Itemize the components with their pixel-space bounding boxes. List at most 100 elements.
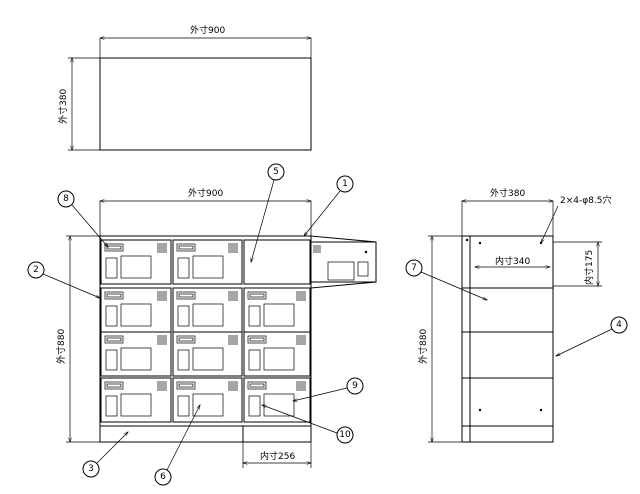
side-height-label: 外寸880 xyxy=(417,329,429,364)
locker-door xyxy=(243,331,311,377)
nameplate-label xyxy=(178,383,194,388)
nameplate xyxy=(104,335,124,344)
holes-leader xyxy=(541,205,559,243)
callouts: 1 2 3 4 5 6 7 xyxy=(27,163,628,486)
card-slot xyxy=(177,305,190,327)
card-slot xyxy=(105,257,118,279)
svg-text:1: 1 xyxy=(342,179,348,189)
svg-text:3: 3 xyxy=(88,464,94,474)
nameplate-label xyxy=(178,245,194,250)
nameplate xyxy=(176,335,196,344)
door-window xyxy=(120,303,152,327)
callout-7: 7 xyxy=(405,259,487,300)
open-door-face xyxy=(310,241,377,283)
card-slot xyxy=(105,305,118,327)
nameplate xyxy=(247,291,267,300)
side-depth-label: 外寸380 xyxy=(490,187,525,199)
door-window xyxy=(192,393,224,417)
top-view-outline xyxy=(99,57,312,151)
svg-text:6: 6 xyxy=(160,472,166,482)
top-depth-label: 外寸380 xyxy=(57,89,69,124)
front-height-label: 外寸880 xyxy=(55,329,67,364)
nameplate xyxy=(247,381,267,390)
locker-door xyxy=(100,239,172,285)
callout-1: 1 xyxy=(304,175,354,236)
card-slot xyxy=(177,257,190,279)
nameplate-label xyxy=(178,293,194,298)
hole-icon xyxy=(465,238,469,242)
callout-2: 2 xyxy=(27,261,100,298)
door-window xyxy=(192,255,224,279)
callout-4: 4 xyxy=(556,316,628,356)
callout-3: 3 xyxy=(82,432,128,478)
open-door-card-slot xyxy=(357,261,369,277)
door-window xyxy=(192,303,224,327)
callout-10: 10 xyxy=(262,405,354,444)
open-door xyxy=(310,235,377,289)
card-slot xyxy=(105,349,118,371)
door-window xyxy=(120,347,152,371)
door-window xyxy=(120,255,152,279)
card-slot xyxy=(248,349,261,371)
open-door-lock-icon xyxy=(364,250,368,254)
nameplate xyxy=(247,335,267,344)
svg-text:8: 8 xyxy=(63,194,69,204)
svg-text:10: 10 xyxy=(339,430,351,440)
door-window xyxy=(120,393,152,417)
door-window xyxy=(192,347,224,371)
front-view-outline xyxy=(99,235,312,443)
holes-label: 2×4-φ8.5穴 xyxy=(560,194,612,206)
hole-icon xyxy=(539,408,543,412)
locker-door xyxy=(172,377,243,423)
callout-5: 5 xyxy=(251,163,285,262)
top-width-label: 外寸900 xyxy=(190,24,225,36)
callout-9: 9 xyxy=(293,377,364,401)
side-inner-width-label: 内寸340 xyxy=(495,255,530,267)
svg-text:4: 4 xyxy=(616,320,622,330)
inner-width-label: 内寸256 xyxy=(260,450,295,462)
card-slot xyxy=(248,395,261,417)
locker-door xyxy=(100,331,172,377)
nameplate-label xyxy=(106,383,122,388)
callout-6: 6 xyxy=(154,405,200,486)
card-slot xyxy=(105,395,118,417)
nameplate-label xyxy=(178,337,194,342)
front-width-label: 外寸900 xyxy=(188,187,223,199)
door-window xyxy=(263,393,295,417)
side-inner-height-label: 内寸175 xyxy=(583,250,595,285)
svg-text:7: 7 xyxy=(411,263,417,273)
callout-8: 8 xyxy=(57,190,108,247)
nameplate-label xyxy=(106,245,122,250)
open-compartment xyxy=(243,239,311,285)
nameplate xyxy=(104,243,124,252)
nameplate-label xyxy=(249,337,265,342)
nameplate-label xyxy=(106,293,122,298)
hole-icon xyxy=(478,408,482,412)
nameplate xyxy=(104,291,124,300)
nameplate xyxy=(104,381,124,390)
locker-door xyxy=(172,331,243,377)
open-door-vent-icon xyxy=(313,245,321,253)
nameplate xyxy=(176,243,196,252)
card-slot xyxy=(177,349,190,371)
svg-text:5: 5 xyxy=(273,167,279,177)
top-view: 外寸900 外寸380 xyxy=(57,24,312,151)
hole-icon xyxy=(478,241,482,245)
locker-door xyxy=(243,377,311,423)
door-window xyxy=(263,303,295,327)
svg-text:2: 2 xyxy=(33,265,39,275)
nameplate-label xyxy=(106,337,122,342)
nameplate-label xyxy=(249,293,265,298)
card-slot xyxy=(248,305,261,327)
nameplate xyxy=(176,291,196,300)
locker-grid xyxy=(100,239,311,423)
locker-door xyxy=(243,287,311,333)
locker-door xyxy=(100,377,172,423)
locker-door xyxy=(100,287,172,333)
locker-door xyxy=(172,287,243,333)
nameplate-label xyxy=(249,383,265,388)
svg-text:9: 9 xyxy=(352,381,358,391)
side-view: 外寸380 2×4-φ8.5穴 内寸340 内寸175 外寸880 xyxy=(417,187,612,443)
front-view: 外寸900 外寸880 内寸256 xyxy=(55,187,377,468)
